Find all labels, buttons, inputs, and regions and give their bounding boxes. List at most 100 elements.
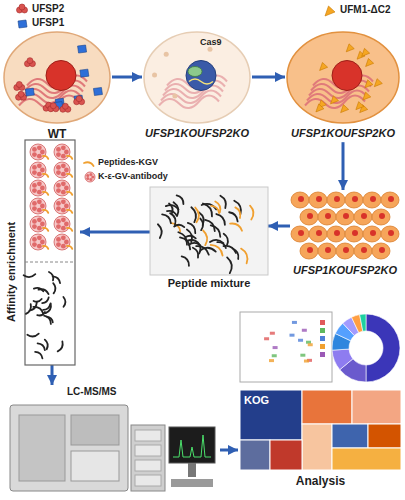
nucleus <box>298 196 304 202</box>
cell <box>372 243 390 259</box>
antibody-bead <box>30 162 46 178</box>
peptide-strand <box>26 304 31 314</box>
ufm1-triangle <box>325 6 335 16</box>
plot-point <box>273 346 278 349</box>
antibody-arm <box>61 190 66 195</box>
protein-label: UFSP2 <box>32 3 64 15</box>
peptide-strand <box>84 162 94 166</box>
vesicle <box>164 52 169 57</box>
plot-point <box>298 339 303 342</box>
node-label: UFSP1KOUFSP2KO <box>285 127 401 140</box>
antibody-bead <box>30 234 46 250</box>
peptide-strand <box>43 210 48 213</box>
ufsp2-icon <box>60 103 71 112</box>
cell <box>336 209 354 225</box>
peptide-strand <box>185 236 195 239</box>
peptide-strand <box>35 352 42 359</box>
peptide-strand <box>67 156 72 159</box>
peptide-strand <box>224 234 228 245</box>
antibody-arm <box>56 147 61 152</box>
lc-module <box>135 445 161 456</box>
node-shape <box>5 385 220 495</box>
cell <box>381 192 399 208</box>
peptide-strand <box>44 316 51 324</box>
ufsp2-lobe <box>19 4 25 10</box>
treemap-cell <box>270 440 302 470</box>
ufsp2-icon <box>16 91 27 100</box>
antibody-arm <box>86 174 89 177</box>
scatter-plot <box>240 312 332 382</box>
donut-segment <box>360 314 366 331</box>
peptide-strand <box>233 249 239 259</box>
antibody-arm <box>37 172 42 177</box>
antibody-arm <box>37 154 42 159</box>
antibody-bead <box>30 216 46 232</box>
peptide-strand <box>178 232 187 244</box>
nucleus <box>352 196 358 202</box>
treemap-cell <box>332 448 401 470</box>
flow-arrow <box>112 76 142 79</box>
node-shape <box>2 30 112 125</box>
node-label: WT <box>2 127 112 141</box>
bead <box>30 180 46 196</box>
treemap-cell <box>240 390 302 440</box>
node-shape <box>290 190 400 262</box>
node-label: Peptide mixture <box>150 277 268 290</box>
ufsp2-icon <box>48 103 59 112</box>
cell <box>354 209 372 225</box>
enzyme-label: Cas9 <box>200 37 222 48</box>
peptide-strand <box>211 245 223 256</box>
lc-module <box>135 460 161 471</box>
peptide-strand <box>235 207 240 218</box>
lc-module <box>135 475 161 486</box>
bead <box>54 234 70 250</box>
antibody-arm <box>61 181 66 186</box>
node-label: UFSP1KOUFSP2KO <box>290 264 400 277</box>
cell <box>345 192 363 208</box>
ufsp2-lobe <box>18 91 24 97</box>
protein-label: UFM1-ΔC2 <box>340 4 391 16</box>
antibody-arm <box>32 206 37 211</box>
antibody-arm <box>56 165 61 170</box>
treemap-cell <box>240 440 270 470</box>
endoplasmic-reticulum <box>305 96 365 109</box>
ufm1-triangle <box>363 92 371 100</box>
antibody-arm <box>37 217 42 222</box>
bead <box>30 144 46 160</box>
peptide-strand <box>186 240 199 245</box>
plot-point <box>304 360 309 363</box>
cell <box>354 243 372 259</box>
cell <box>291 192 309 208</box>
ufm1-triangle <box>365 80 373 88</box>
nucleus <box>334 230 340 236</box>
node-shape <box>150 187 268 275</box>
vesicle <box>207 47 212 52</box>
ufsp2-icon <box>24 58 35 67</box>
ufm1-triangle <box>331 96 339 104</box>
antibody-arm <box>61 244 66 249</box>
antibody-arm <box>37 145 42 150</box>
peptide-strand <box>167 211 177 216</box>
bead <box>30 234 46 250</box>
peptide-strand <box>203 230 207 245</box>
antibody-arm <box>56 224 61 229</box>
peptide-strand <box>241 249 247 264</box>
antibody-arm <box>61 226 66 231</box>
cell <box>300 209 318 225</box>
antibody-arm <box>61 217 66 222</box>
antibody-arm <box>32 201 37 206</box>
peptide-strand <box>217 242 226 248</box>
peptide-strand <box>229 212 237 221</box>
flow-arrow <box>220 449 238 452</box>
peptide-strand <box>43 228 48 231</box>
antibody-bead <box>30 144 46 160</box>
peptide-strand <box>43 246 48 249</box>
lc-unit <box>131 425 165 491</box>
peptide-label: Peptides-KGV <box>98 157 158 168</box>
node-label: UFSP1KOUFSP2KO <box>142 127 252 140</box>
plot-point <box>302 329 307 332</box>
peptide-strand <box>43 304 50 310</box>
antibody-arm <box>37 235 42 240</box>
antibody-arm <box>64 204 69 209</box>
plot-point <box>269 359 274 362</box>
